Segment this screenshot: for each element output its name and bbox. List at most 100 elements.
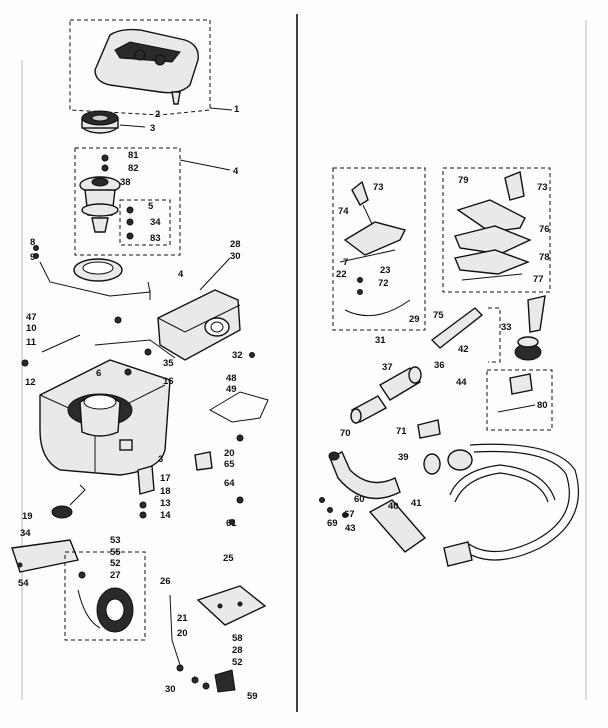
label-5: 5 [148,201,154,212]
rug-tool-part [454,171,532,281]
label-3: 3 [150,123,155,134]
label-13: 13 [160,498,171,509]
label-78: 78 [539,252,550,263]
filter-bag-part [157,289,241,361]
label-54: 54 [18,578,29,589]
label-43: 43 [345,523,356,534]
label-11: 11 [26,337,37,348]
rug-tool-box [442,167,551,293]
label-38: 38 [120,177,131,188]
label-4: 4 [233,166,239,177]
label-33: 33 [501,322,512,333]
label-42: 42 [458,344,469,355]
hose-cuff-part [368,499,427,553]
floor-tool-box [332,167,426,331]
label-22: 22 [336,269,347,280]
label-77: 77 [533,274,544,285]
label-53: 53 [110,535,121,546]
cord-reel-part [77,571,134,633]
hose-couplers-part [423,449,473,475]
label-55: 55 [110,547,121,558]
label-79: 79 [458,175,469,186]
caster-wheel-part [51,484,86,519]
part-47-screw [114,316,122,324]
label-20b: 20 [177,628,188,639]
cover-group-box [69,19,211,116]
part-48-clip [208,391,269,423]
motor-group-box [74,147,181,256]
label-9: 9 [30,252,35,263]
label-65: 65 [224,459,235,470]
label-3b: 3 [158,454,163,465]
label-67: 67 [344,509,355,520]
label-14: 14 [160,510,171,521]
label-61: 61 [226,518,237,529]
label-80: 80 [537,400,548,411]
filter-disc-part [81,110,119,134]
switch-part [214,669,236,693]
label-4b: 4 [178,269,184,280]
label-21: 21 [177,613,188,624]
label-27: 27 [110,570,121,581]
label-30b: 30 [165,684,176,695]
label-76: 76 [539,224,550,235]
label-71: 71 [396,426,407,437]
label-29: 29 [409,314,420,325]
label-39: 39 [398,452,409,463]
label-52a: 52 [110,558,121,569]
hose-part [443,443,579,567]
label-36: 36 [434,360,445,371]
label-59: 59 [247,691,258,702]
label-28: 28 [230,239,241,250]
cord-bracket-part [11,539,79,573]
label-34a: 34 [150,217,161,228]
cord-reel-box [64,551,146,641]
label-12: 12 [25,377,36,388]
label-75: 75 [433,310,444,321]
label-19: 19 [22,511,33,522]
part-11-rod [41,334,81,353]
label-32: 32 [232,350,243,361]
extension-tubes-part [350,366,422,424]
switch-plate-part [196,585,267,626]
nozzle-part [514,295,546,361]
label-1: 1 [234,104,240,115]
motor-screws-box [119,199,171,246]
label-69: 69 [327,518,338,529]
label-81: 81 [128,150,139,161]
label-8: 8 [30,237,35,248]
label-44: 44 [456,377,467,388]
wand-part [430,307,484,349]
part-12-nut [21,359,29,367]
label-35: 35 [163,358,174,369]
label-73a: 73 [373,182,384,193]
label-18: 18 [160,486,171,497]
label-31: 31 [375,335,386,346]
label-28b: 28 [232,645,243,656]
label-83: 83 [150,233,161,244]
top-cover-part [94,28,199,105]
label-6: 6 [96,368,101,379]
wand-bracket [488,307,501,363]
latch-parts [137,465,155,519]
part-65 [194,451,213,471]
label-37: 37 [382,362,393,373]
label-7: 7 [343,257,348,268]
crevice-tool-box [486,369,553,431]
part-71 [417,419,441,439]
label-17: 17 [160,473,171,484]
label-64: 64 [224,478,235,489]
floor-tool-part [339,180,411,317]
label-25: 25 [223,553,234,564]
label-74: 74 [338,206,349,217]
label-82: 82 [128,163,139,174]
gasket-part [33,245,151,297]
tank-housing-part [39,359,171,476]
crevice-tool-part [497,373,536,413]
label-49: 49 [226,384,237,395]
label-16: 16 [163,376,174,387]
label-23: 23 [380,265,391,276]
